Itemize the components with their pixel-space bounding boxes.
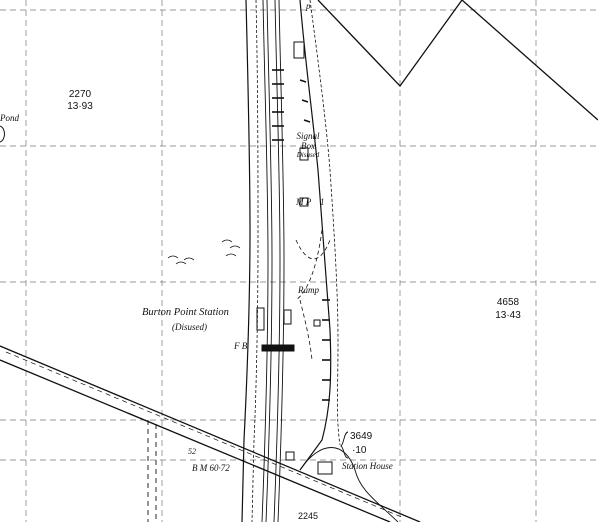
parcel-2270: 2270 13·93 [60, 90, 100, 112]
pond-label: Pond [0, 113, 19, 123]
parcel-3649-id: 3649 [350, 431, 373, 442]
station-name-label: Burton Point Station [142, 307, 229, 318]
parcel-bracket [340, 431, 349, 459]
railway-boundaries [241, 0, 341, 522]
ramp-path [295, 229, 331, 361]
boundary-mark-p: p [306, 1, 311, 11]
railway-tracks [261, 0, 285, 522]
signal-box-line1: Signal [296, 131, 320, 141]
parcel-4658-id: 4658 [496, 297, 520, 308]
road [0, 345, 421, 522]
field-boundary-zigzag [317, 0, 598, 121]
station-disused-label: (Disused) [172, 322, 207, 332]
parcel-4658-area: 13·43 [495, 310, 521, 321]
station-approach [147, 420, 399, 522]
signal-box-label: Signal Box Disused [288, 132, 328, 159]
rough-ground-symbols [167, 239, 241, 265]
parcel-2270-id: 2270 [68, 89, 92, 100]
milepost-label: M P [296, 197, 312, 207]
spot-height-label: 52 [188, 447, 196, 456]
pond-outline [0, 125, 5, 143]
bench-mark-label: B M 60·72 [192, 463, 230, 473]
parcel-2245-label: 2245 [298, 511, 319, 521]
parcel-3649-area: ·10 [352, 445, 367, 456]
signal-box-line2: Box [301, 141, 315, 151]
station-house-label: Station House [342, 461, 393, 471]
signal-box-line3: Disused [296, 151, 320, 159]
buildings [256, 41, 333, 475]
parcel-2270-area: 13·93 [67, 101, 93, 112]
footbridge-label: F B [234, 341, 248, 351]
parcel-4658: 4658 13·43 [488, 298, 528, 321]
milepost-number: 1 [320, 197, 325, 207]
embankment-hachures [272, 69, 330, 401]
ramp-label: Ramp [298, 285, 319, 295]
